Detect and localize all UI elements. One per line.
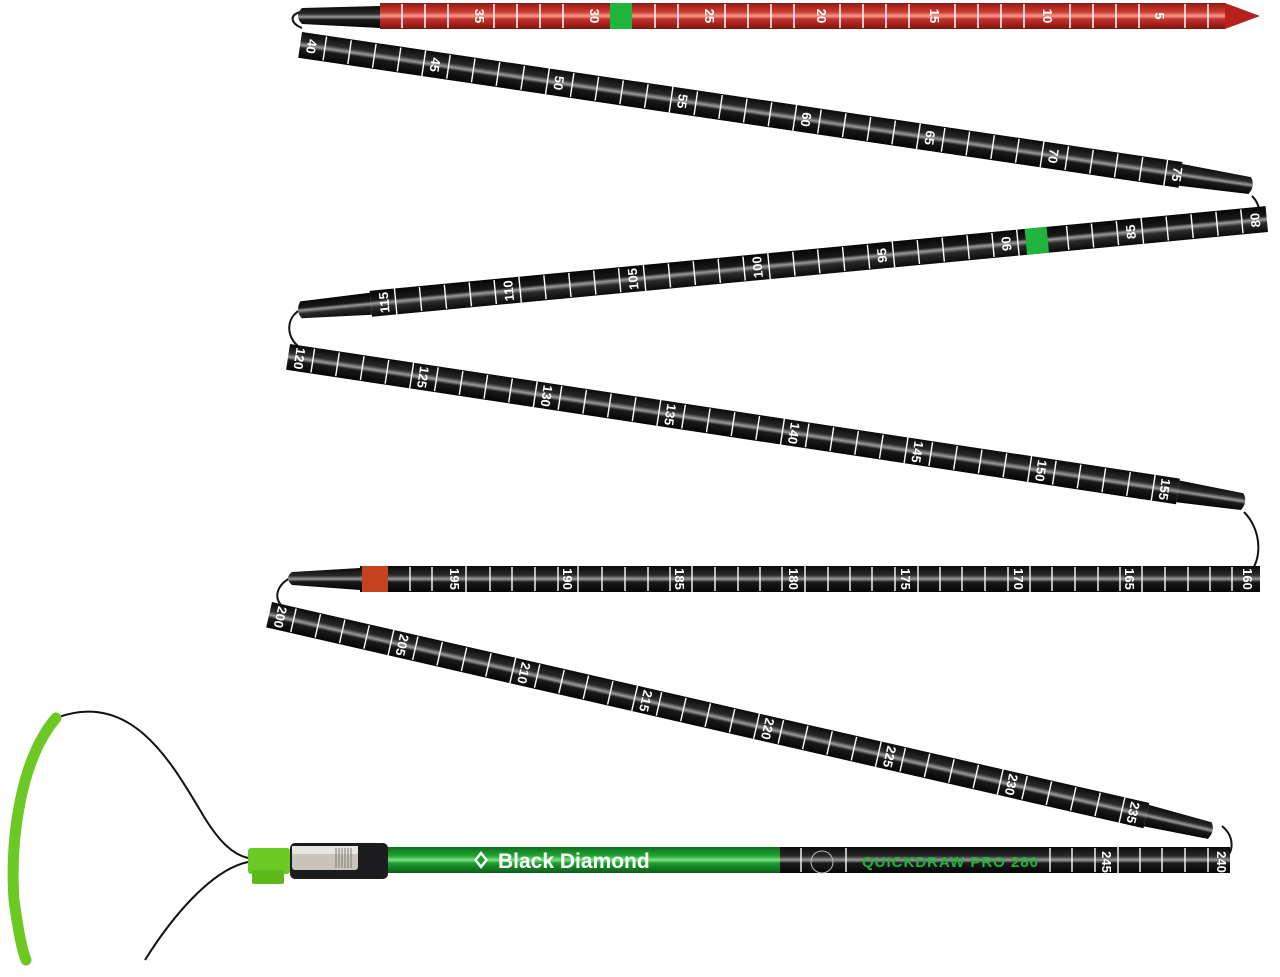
depth-label: 5	[1152, 12, 1167, 19]
depth-label: 130	[538, 384, 556, 408]
depth-label: 155	[1156, 478, 1174, 502]
depth-label: 70	[1045, 148, 1062, 165]
depth-label: 30	[587, 9, 602, 23]
probe-segment-1-tip: 35 30 25 20 15 10 5	[298, 3, 1260, 29]
depth-label: 135	[661, 403, 679, 427]
depth-label: 105	[625, 267, 642, 290]
depth-label: 150	[1032, 459, 1050, 483]
depth-label: 85	[1123, 224, 1139, 240]
depth-label: 180	[786, 568, 801, 590]
depth-label: 175	[898, 568, 913, 590]
depth-label: 235	[1123, 800, 1142, 825]
logo-emblem-icon	[810, 850, 834, 874]
depth-label: 170	[1011, 568, 1026, 590]
depth-label: 25	[702, 9, 717, 23]
depth-label: 20	[814, 9, 829, 23]
depth-label: 90	[998, 236, 1014, 252]
depth-label: 230	[1002, 772, 1021, 797]
depth-label: 215	[636, 689, 655, 714]
depth-label: 115	[376, 291, 393, 313]
depth-label: 240	[1214, 851, 1229, 873]
depth-label: 60	[798, 111, 815, 128]
depth-label: 75	[1169, 166, 1186, 183]
depth-label: 35	[472, 9, 487, 23]
depth-label: 145	[908, 440, 926, 464]
probe-segment-2: 40 45 50 55 60 65 70 75	[298, 32, 1253, 195]
pull-loop-handle[interactable]	[7, 710, 249, 966]
depth-label: 15	[927, 9, 942, 23]
depth-label: 50	[550, 75, 567, 92]
depth-label: 205	[392, 633, 411, 658]
depth-label: 125	[414, 365, 432, 389]
probe-segment-6: 200 205 210 215 220 225 230 235	[266, 602, 1213, 839]
depth-label: 160	[1240, 568, 1255, 590]
depth-label: 10	[1040, 9, 1055, 23]
depth-label: 195	[447, 568, 462, 590]
depth-label: 185	[672, 568, 687, 590]
probe-segment-5: 160 165 170 175 180 185 190 195	[288, 566, 1260, 592]
brand-name: Black Diamond	[498, 850, 650, 873]
depth-label: 100	[749, 256, 766, 279]
depth-label: 110	[500, 280, 517, 302]
depth-label: 40	[303, 38, 320, 55]
depth-label: 80	[1247, 212, 1263, 228]
depth-label: 245	[1099, 851, 1114, 873]
depth-label: 45	[427, 57, 444, 74]
cable-stopper	[248, 848, 290, 884]
depth-band-green	[610, 3, 632, 29]
depth-label: 95	[874, 248, 890, 264]
depth-label: 225	[880, 745, 899, 770]
depth-label: 140	[785, 421, 803, 445]
depth-label: 120	[290, 347, 308, 371]
depth-label: 55	[674, 93, 691, 110]
depth-label: 200	[271, 605, 290, 630]
probe-segment-7-handle: Black Diamond QUICKDRAW PRO 280 245 240	[385, 847, 1230, 874]
depth-label: 220	[758, 717, 777, 742]
quick-lock-clip[interactable]	[290, 843, 388, 879]
probe-segment-4: 120 125 130 135 140 145 150 155	[286, 344, 1246, 511]
depth-label: 190	[560, 568, 575, 590]
diamond-logo-icon	[474, 851, 488, 869]
depth-band-green	[1024, 226, 1049, 255]
probe-segment-3: 80 85 90 95 100 105 110 115	[298, 206, 1268, 319]
depth-label: 65	[921, 130, 938, 147]
model-name: QUICKDRAW PRO 280	[862, 854, 1039, 871]
depth-band-orange	[362, 566, 388, 592]
depth-label: 210	[514, 661, 533, 686]
depth-label: 165	[1122, 568, 1137, 590]
